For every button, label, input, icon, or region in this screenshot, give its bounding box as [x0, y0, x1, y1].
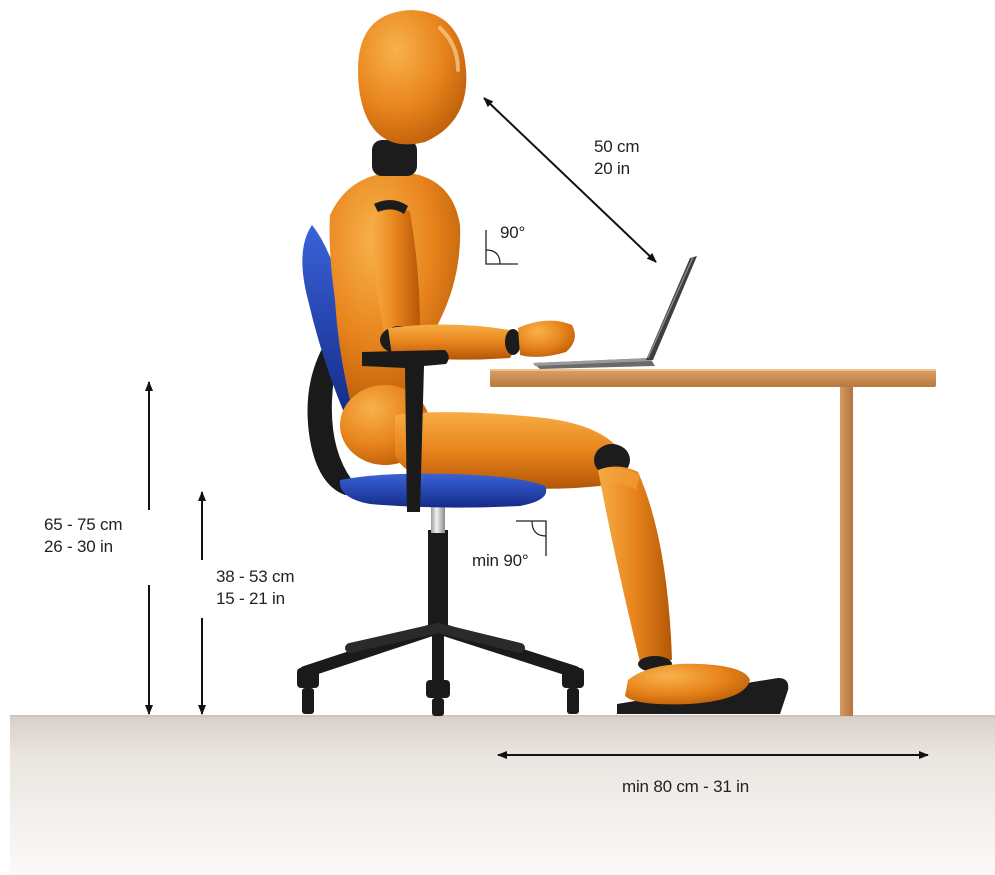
elbow-angle-label: 90°: [500, 222, 525, 244]
seat-height-label: 38 - 53 cm 15 - 21 in: [216, 566, 294, 610]
desk-height-cm: 65 - 75 cm: [44, 514, 122, 536]
leg-space-label: min 80 cm - 31 in: [622, 776, 749, 798]
knee-angle-label: min 90°: [472, 550, 528, 572]
hand: [518, 321, 575, 357]
eye-distance-cm: 50 cm: [594, 136, 639, 158]
mannequin: [330, 10, 750, 704]
head: [358, 10, 466, 144]
neck: [372, 140, 417, 176]
seat-height-in: 15 - 21 in: [216, 588, 294, 610]
eye-distance-in: 20 in: [594, 158, 639, 180]
floor: [10, 716, 995, 875]
seat-height-cm: 38 - 53 cm: [216, 566, 294, 588]
desk-height-in: 26 - 30 in: [44, 536, 122, 558]
shin: [598, 466, 672, 662]
desk-top: [490, 369, 936, 387]
desk-leg: [840, 386, 853, 716]
eye-distance-label: 50 cm 20 in: [594, 136, 639, 180]
desk-height-label: 65 - 75 cm 26 - 30 in: [44, 514, 122, 558]
